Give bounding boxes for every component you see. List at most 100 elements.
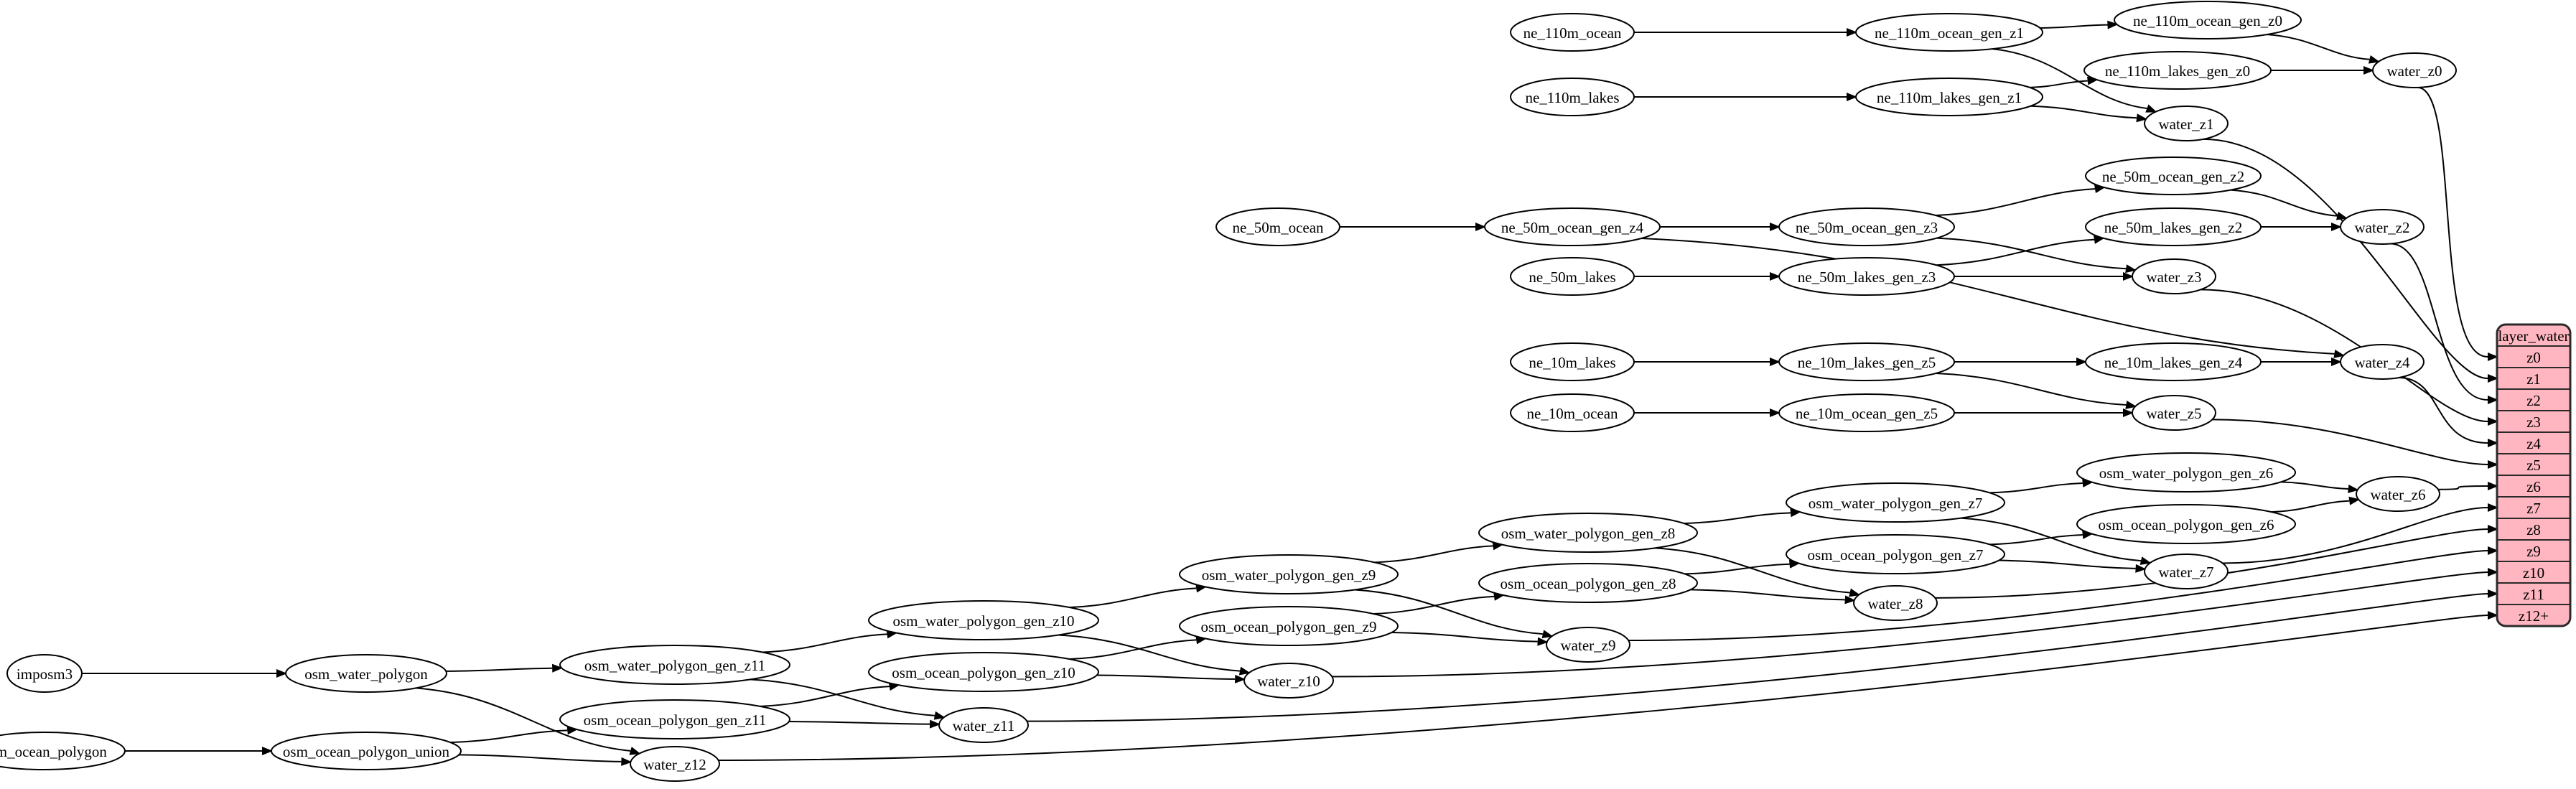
node-ellipse-osm_ocean_polygon_gen_z8 bbox=[1478, 563, 1698, 603]
graph-node-water_z5[interactable]: water_z5 bbox=[2132, 395, 2216, 431]
graph-node-ne_10m_ocean[interactable]: ne_10m_ocean bbox=[1510, 393, 1635, 432]
graph-node-water_z2[interactable]: water_z2 bbox=[2340, 209, 2425, 245]
graph-node-osm_water_polygon_gen_z10[interactable]: osm_water_polygon_gen_z10 bbox=[868, 600, 1099, 640]
graph-node-ne_110m_ocean[interactable]: ne_110m_ocean bbox=[1510, 13, 1635, 52]
graph-node-ne_110m_lakes_gen_z1[interactable]: ne_110m_lakes_gen_z1 bbox=[1855, 78, 2043, 116]
edge-arrowhead bbox=[1790, 508, 1801, 518]
graph-node-ne_50m_ocean_gen_z4[interactable]: ne_50m_ocean_gen_z4 bbox=[1484, 207, 1661, 246]
graph-node-osm_water_polygon_gen_z6[interactable]: osm_water_polygon_gen_z6 bbox=[2076, 452, 2296, 492]
node-label-water_z11: water_z11 bbox=[953, 717, 1015, 734]
graph-node-ne_50m_ocean[interactable]: ne_50m_ocean bbox=[1215, 207, 1340, 246]
record-row-label-z2: z2 bbox=[2526, 392, 2541, 409]
node-label-osm_water_polygon_gen_z11: osm_water_polygon_gen_z11 bbox=[584, 657, 765, 674]
graph-node-osm_water_polygon_gen_z8[interactable]: osm_water_polygon_gen_z8 bbox=[1478, 513, 1698, 553]
edge-arrowhead bbox=[2488, 460, 2498, 469]
node-ellipse-ne_50m_ocean bbox=[1215, 207, 1340, 246]
graph-node-imposm3[interactable]: imposm3 bbox=[6, 654, 83, 693]
edge-arrowhead bbox=[2136, 113, 2148, 123]
node-label-water_z5: water_z5 bbox=[2147, 405, 2202, 422]
graph-node-osm_ocean_polygon_gen_z6[interactable]: osm_ocean_polygon_gen_z6 bbox=[2076, 504, 2296, 544]
node-ellipse-ne_50m_ocean_gen_z2 bbox=[2085, 157, 2262, 195]
graph-node-osm_water_polygon_gen_z11[interactable]: osm_water_polygon_gen_z11 bbox=[559, 645, 790, 685]
node-ellipse-osm_ocean_polygon_gen_z6 bbox=[2076, 504, 2296, 544]
graph-node-ne_110m_lakes_gen_z0[interactable]: ne_110m_lakes_gen_z0 bbox=[2083, 51, 2272, 90]
graph-node-ne_50m_ocean_gen_z3[interactable]: ne_50m_ocean_gen_z3 bbox=[1778, 207, 1955, 246]
graph-node-ne_10m_ocean_gen_z5[interactable]: ne_10m_ocean_gen_z5 bbox=[1778, 393, 1955, 432]
graph-node-water_z0[interactable]: water_z0 bbox=[2372, 52, 2457, 88]
graph-node-osm_ocean_polygon_gen_z11[interactable]: osm_ocean_polygon_gen_z11 bbox=[559, 699, 790, 739]
node-label-osm_ocean_polygon_gen_z9: osm_ocean_polygon_gen_z9 bbox=[1201, 618, 1377, 635]
edge-arrowhead bbox=[2123, 272, 2134, 281]
record-row-label-z1: z1 bbox=[2526, 370, 2541, 388]
graph-node-ne_50m_ocean_gen_z2[interactable]: ne_50m_ocean_gen_z2 bbox=[2085, 157, 2262, 195]
graph-node-water_z6[interactable]: water_z6 bbox=[2356, 476, 2440, 512]
graph-edge-osm_ocean_polygon_gen_z7--osm_ocean_polygon_gen_z6 bbox=[1989, 533, 2083, 546]
graph-node-water_z4[interactable]: water_z4 bbox=[2340, 344, 2425, 380]
edge-arrowhead bbox=[2488, 589, 2498, 598]
edge-arrowhead bbox=[1788, 559, 1801, 569]
graph-node-water_z12[interactable]: water_z12 bbox=[630, 746, 720, 782]
record-row-z10[interactable] bbox=[2497, 561, 2570, 584]
record-row-z5[interactable] bbox=[2497, 453, 2570, 476]
graph-node-osm_water_polygon_gen_z7[interactable]: osm_water_polygon_gen_z7 bbox=[1786, 482, 2005, 523]
node-ellipse-ne_10m_ocean_gen_z5 bbox=[1778, 393, 1955, 432]
graph-node-osm_ocean_polygon_gen_z10[interactable]: osm_ocean_polygon_gen_z10 bbox=[868, 652, 1099, 692]
graph-edge-osm_ocean_polygon_union--osm_ocean_polygon_gen_z11 bbox=[450, 729, 568, 744]
graph-edge-osm_ocean_polygon_gen_z8--osm_ocean_polygon_gen_z7 bbox=[1684, 563, 1790, 575]
edge-arrowhead bbox=[2488, 482, 2498, 490]
graph-node-ne_110m_ocean_gen_z1[interactable]: ne_110m_ocean_gen_z1 bbox=[1855, 13, 2043, 52]
graph-node-ne_110m_ocean_gen_z0[interactable]: ne_110m_ocean_gen_z0 bbox=[2114, 1, 2302, 39]
graph-node-ne_50m_lakes_gen_z3[interactable]: ne_50m_lakes_gen_z3 bbox=[1778, 257, 1955, 296]
edge-arrowhead bbox=[2488, 568, 2498, 576]
node-label-osm_ocean_polygon: osm_ocean_polygon bbox=[0, 743, 107, 760]
node-label-osm_water_polygon_gen_z7: osm_water_polygon_gen_z7 bbox=[1809, 495, 1983, 512]
graph-edge-water_z6--layer_water.z6 bbox=[2437, 485, 2488, 490]
edge-arrowhead bbox=[2139, 556, 2152, 565]
graph-node-osm_ocean_polygon_gen_z9[interactable]: osm_ocean_polygon_gen_z9 bbox=[1179, 606, 1399, 646]
node-ellipse-osm_ocean_polygon_gen_z7 bbox=[1786, 534, 2005, 574]
graph-node-osm_water_polygon_gen_z9[interactable]: osm_water_polygon_gen_z9 bbox=[1179, 554, 1399, 594]
graph-node-water_z11[interactable]: water_z11 bbox=[938, 707, 1029, 743]
graph-node-water_z7[interactable]: water_z7 bbox=[2144, 554, 2229, 589]
graph-edge-ne_50m_lakes_gen_z3--ne_50m_lakes_gen_z2 bbox=[1936, 238, 2095, 266]
record-row-z12+[interactable] bbox=[2497, 604, 2570, 626]
graph-edge-ne_110m_ocean_gen_z1--water_z1 bbox=[1992, 48, 2147, 109]
graph-node-ne_50m_lakes[interactable]: ne_50m_lakes bbox=[1510, 257, 1635, 296]
graph-node-water_z8[interactable]: water_z8 bbox=[1853, 585, 1938, 621]
graph-node-water_z3[interactable]: water_z3 bbox=[2132, 258, 2216, 294]
node-ellipse-ne_10m_ocean bbox=[1510, 393, 1635, 432]
node-ellipse-water_z3 bbox=[2132, 258, 2216, 294]
edge-arrowhead bbox=[1475, 223, 1486, 231]
node-ellipse-ne_10m_lakes bbox=[1510, 342, 1635, 381]
record-row-label-z11: z11 bbox=[2523, 586, 2544, 603]
node-ellipse-ne_110m_lakes bbox=[1510, 78, 1635, 116]
graph-node-ne_50m_lakes_gen_z2[interactable]: ne_50m_lakes_gen_z2 bbox=[2085, 207, 2262, 246]
graph-node-osm_ocean_polygon[interactable]: osm_ocean_polygon bbox=[0, 732, 126, 770]
graph-edge-ne_110m_lakes_gen_z1--ne_110m_lakes_gen_z0 bbox=[2030, 80, 2088, 88]
node-label-ne_10m_lakes_gen_z5: ne_10m_lakes_gen_z5 bbox=[1798, 354, 1936, 371]
graph-edge-osm_ocean_polygon_gen_z6--water_z6 bbox=[2271, 500, 2350, 513]
edge-arrowhead bbox=[1849, 588, 1861, 597]
node-ellipse-osm_water_polygon bbox=[285, 654, 447, 693]
graph-node-ne_10m_lakes_gen_z5[interactable]: ne_10m_lakes_gen_z5 bbox=[1778, 342, 1955, 381]
edge-arrowhead bbox=[2335, 211, 2348, 220]
graph-node-water_z10[interactable]: water_z10 bbox=[1243, 663, 1334, 699]
graph-node-water_z1[interactable]: water_z1 bbox=[2144, 106, 2229, 141]
edge-arrowhead bbox=[2082, 530, 2094, 539]
graph-node-water_z9[interactable]: water_z9 bbox=[1546, 627, 1630, 663]
record-row-z4[interactable] bbox=[2497, 431, 2570, 454]
graph-node-ne_110m_lakes[interactable]: ne_110m_lakes bbox=[1510, 78, 1635, 116]
graph-node-osm_ocean_polygon_gen_z8[interactable]: osm_ocean_polygon_gen_z8 bbox=[1478, 563, 1698, 603]
graph-node-ne_10m_lakes[interactable]: ne_10m_lakes bbox=[1510, 342, 1635, 381]
node-label-osm_ocean_polygon_gen_z10: osm_ocean_polygon_gen_z10 bbox=[892, 664, 1075, 681]
node-ellipse-water_z7 bbox=[2144, 554, 2229, 589]
graph-edge-osm_water_polygon_gen_z8--water_z8 bbox=[1655, 547, 1850, 594]
graph-node-osm_water_polygon[interactable]: osm_water_polygon bbox=[285, 654, 447, 693]
graph-node-osm_ocean_polygon_gen_z7[interactable]: osm_ocean_polygon_gen_z7 bbox=[1786, 534, 2005, 574]
edge-arrowhead bbox=[2368, 55, 2380, 64]
node-label-water_z12: water_z12 bbox=[643, 756, 706, 773]
graph-node-osm_ocean_polygon_union[interactable]: osm_ocean_polygon_union bbox=[271, 732, 462, 770]
graph-node-ne_10m_lakes_gen_z4[interactable]: ne_10m_lakes_gen_z4 bbox=[2085, 342, 2262, 381]
node-label-ne_10m_ocean_gen_z5: ne_10m_ocean_gen_z5 bbox=[1796, 405, 1938, 422]
edge-arrowhead bbox=[2331, 358, 2342, 366]
